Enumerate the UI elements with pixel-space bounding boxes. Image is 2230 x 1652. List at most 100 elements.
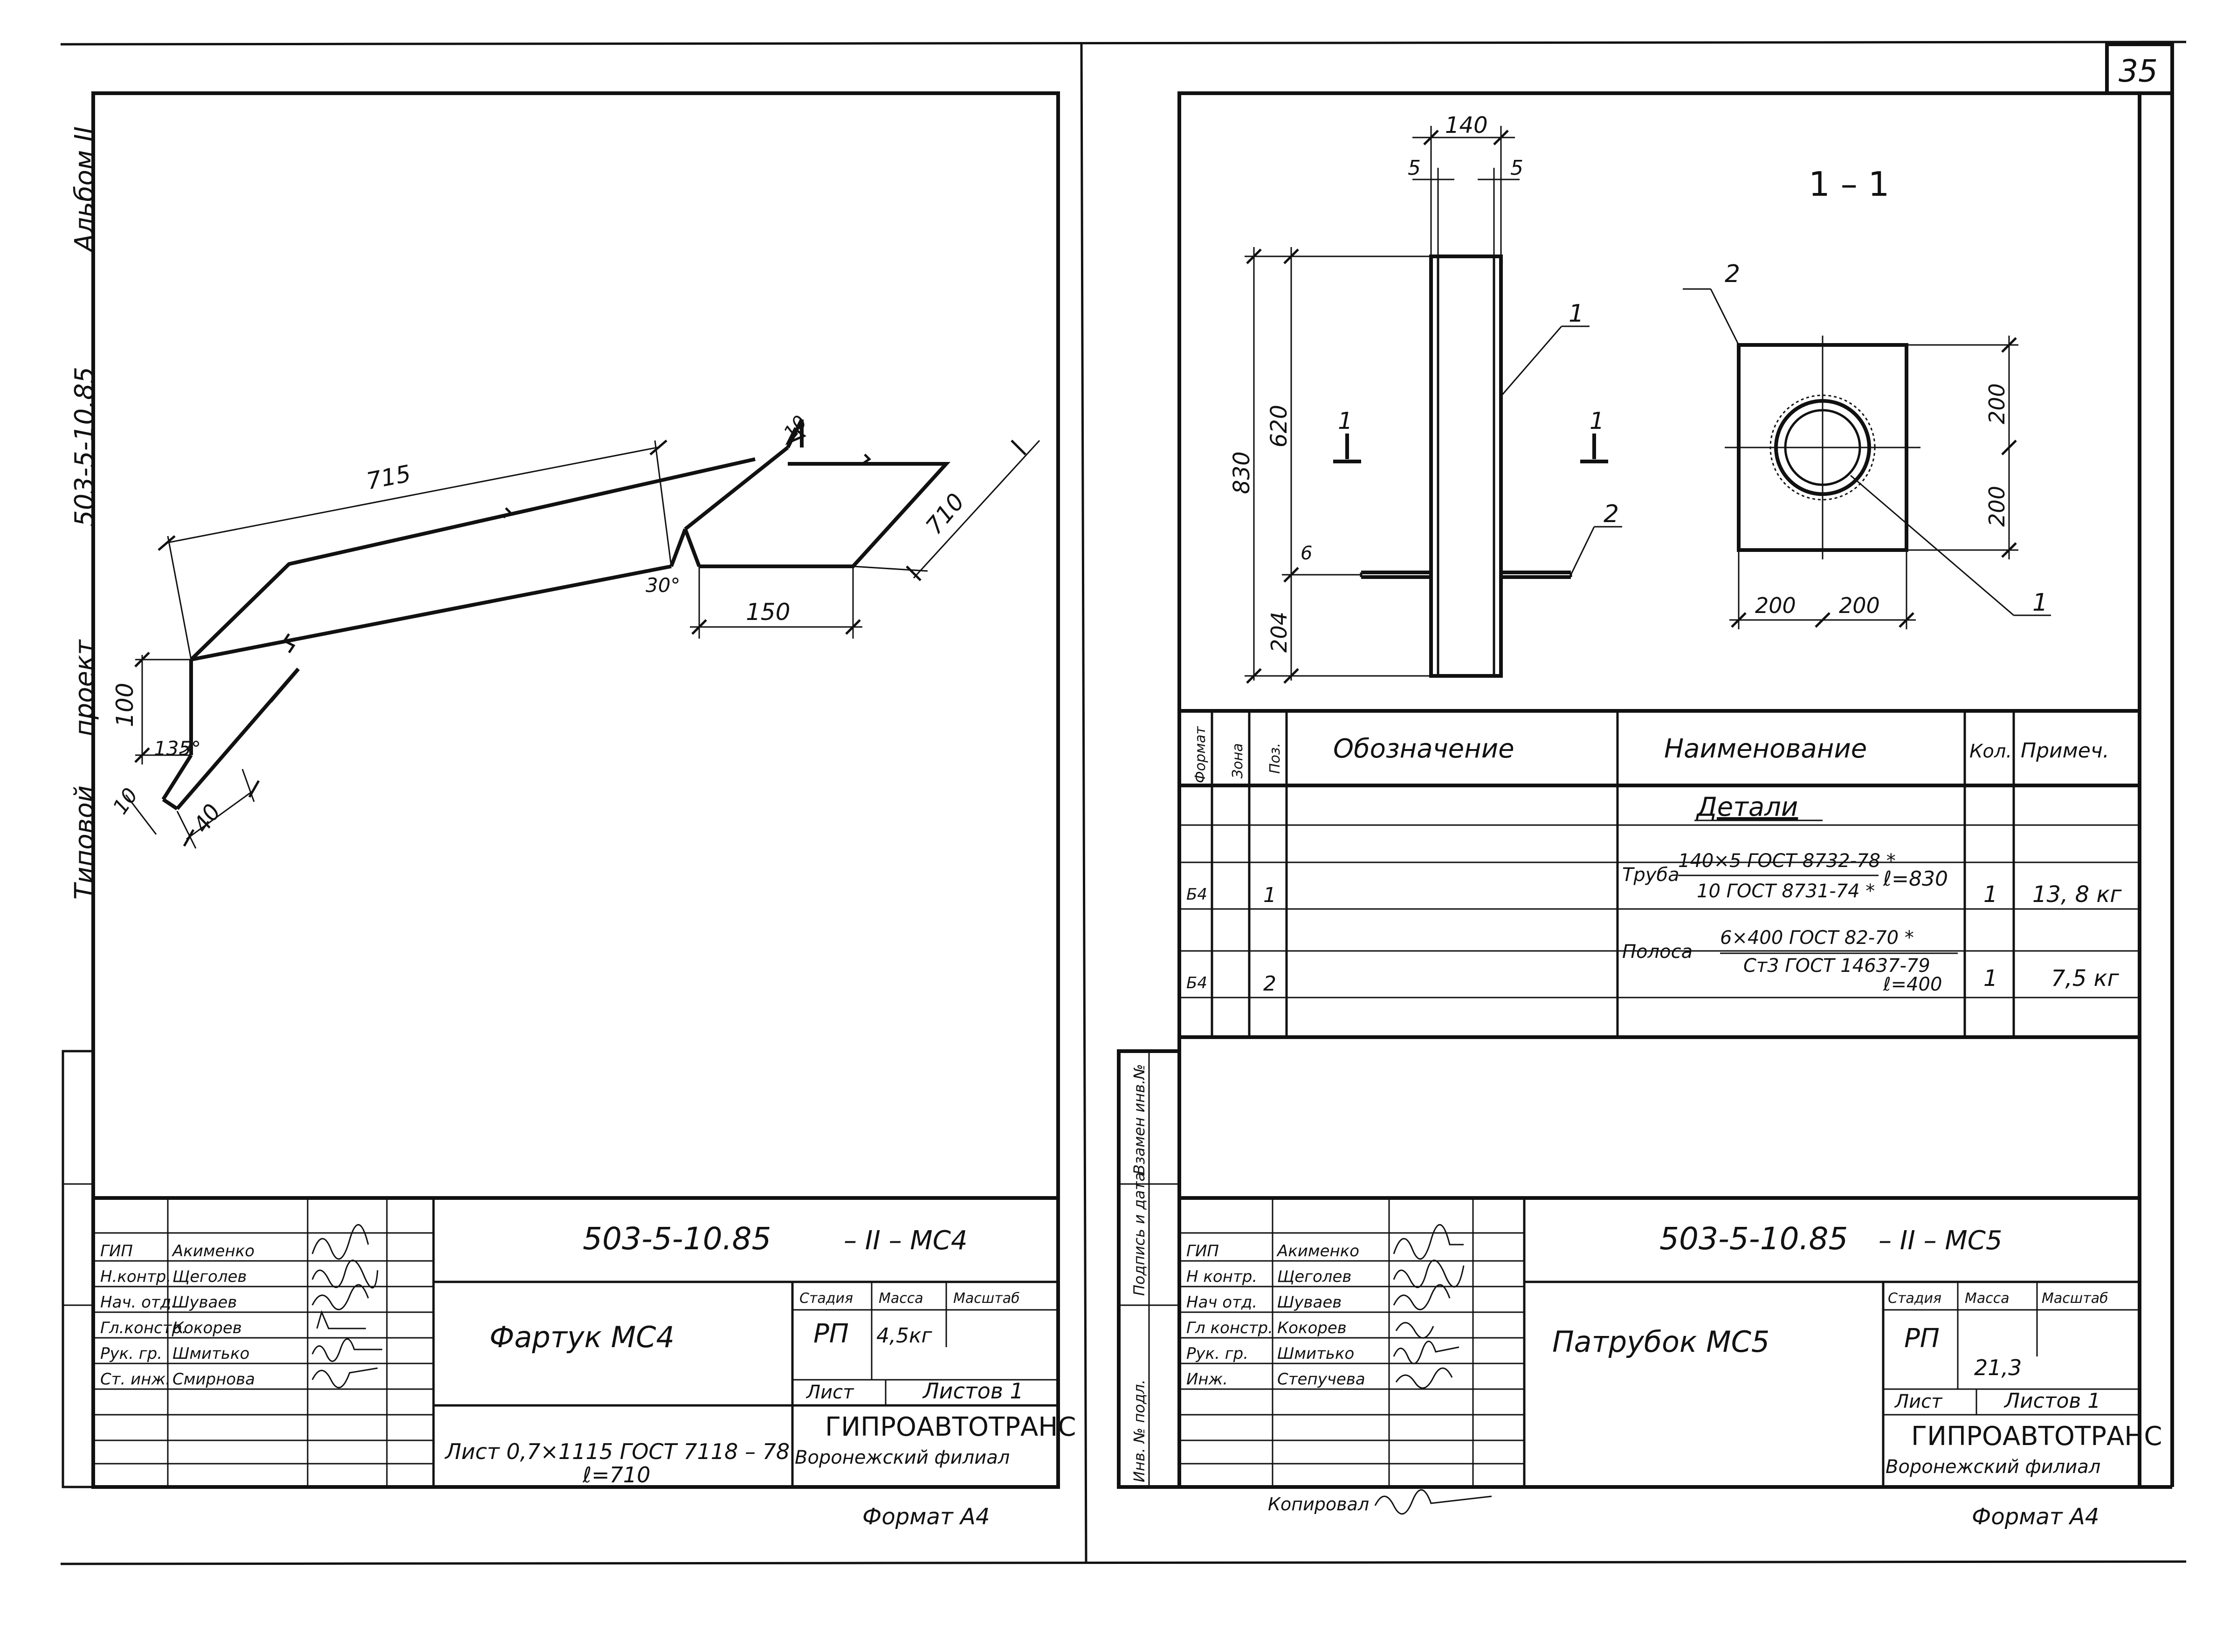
right-branch: Воронежский филиал (1886, 1456, 2100, 1478)
spec-section: Детали (1695, 792, 1798, 822)
row2-qty: 1 (1983, 965, 1998, 991)
svg-text:1: 1 (1590, 407, 1604, 434)
row2-note: 7,5 кг (2051, 965, 2120, 991)
left-role-1: Н.контр. (100, 1267, 171, 1286)
left-code-suffix: – II – МС4 (844, 1225, 967, 1256)
row2-pos: 2 (1263, 972, 1276, 996)
right-mass-label: Масса (1965, 1290, 2010, 1307)
angle-135: 135° (154, 737, 201, 760)
dim-10: 10 (108, 784, 143, 819)
right-name-0: Акименко (1276, 1242, 1359, 1260)
row1-pos: 1 (1263, 883, 1276, 907)
hdr-zone: Зона (1230, 743, 1246, 778)
left-role-2: Нач. отд. (100, 1293, 176, 1312)
left-name-2: Шуваев (172, 1293, 237, 1312)
right-side-stamp: Инв. № подл. Подпись и дата Взамен инв.№ (1130, 1064, 1148, 1482)
row2-num: 6×400 ГОСТ 82-70 * (1720, 927, 1914, 949)
right-format: Формат А4 (1972, 1504, 2099, 1530)
left-signatures (311, 1224, 382, 1389)
left-org: ГИПРОАВТОТРАНС (825, 1412, 1076, 1442)
copied-signature (1374, 1489, 1492, 1515)
dim-10b: 10 (779, 412, 811, 444)
hdr-pos: Поз. (1267, 743, 1283, 774)
callout-2-section: 2 (1725, 260, 1740, 288)
left-side-text: Типовой проект 503-5-10.85 Альбом II (69, 126, 100, 900)
apron-drawing: 715 150 710 100 135° 30° 40 10 10 (108, 412, 1040, 849)
row1-name: Труба (1622, 864, 1679, 886)
row1-note: 13, 8 кг (2032, 881, 2122, 908)
callout-1-section: 1 (2032, 589, 2048, 617)
dim-200-b2: 200 (1839, 593, 1880, 618)
page-number: 35 (2119, 53, 2158, 89)
left-scale-label: Масштаб (953, 1290, 1020, 1307)
svg-text:1: 1 (1338, 407, 1353, 434)
side-text-tipovoy: Типовой (69, 785, 100, 900)
left-material-length: ℓ=710 (582, 1462, 650, 1487)
right-stage-label: Стадия (1888, 1290, 1941, 1307)
side-text-proekt: проект (69, 639, 100, 737)
right-scale-label: Масштаб (2042, 1290, 2108, 1307)
right-name-2: Шуваев (1277, 1293, 1342, 1312)
row2-len: ℓ=400 (1883, 974, 1942, 995)
right-name-3: Кокорев (1277, 1319, 1347, 1337)
right-role-5: Инж. (1186, 1370, 1228, 1389)
callout-2-left: 2 (1604, 500, 1619, 528)
left-code: 503-5-10.85 (583, 1221, 771, 1257)
right-code: 503-5-10.85 (1659, 1221, 1848, 1257)
hdr-note: Примеч. (2021, 739, 2109, 763)
right-name-1: Щеголев (1277, 1267, 1351, 1286)
left-title-block: 503-5-10.85 – II – МС4 Фартук МС4 Лист 0… (91, 1196, 1076, 1530)
right-stage: РП (1904, 1323, 1940, 1354)
dim-6: 6 (1301, 543, 1312, 564)
right-name: Патрубок МС5 (1552, 1325, 1769, 1359)
dim-204: 204 (1266, 612, 1292, 653)
left-name: Фартук МС4 (489, 1320, 675, 1354)
dim-830: 830 (1229, 451, 1255, 494)
left-mass: 4,5кг (876, 1324, 933, 1348)
left-name-1: Щеголев (172, 1267, 247, 1286)
spec-table: Формат Зона Поз. Обозначение Наименовани… (1177, 709, 2141, 1039)
dim-140: 140 (1445, 112, 1488, 138)
hdr-format: Формат (1192, 726, 1209, 783)
row1-den: 10 ГОСТ 8731-74 * (1697, 881, 1875, 902)
left-name-0: Акименко (172, 1242, 255, 1260)
left-material: Лист 0,7×1115 ГОСТ 7118 – 78 (444, 1439, 790, 1464)
section-mark-left: 1 (1333, 407, 1361, 463)
section-1-1: 1 – 1 2 1 200 200 200 200 (1683, 165, 2051, 629)
dim-100: 100 (111, 683, 138, 727)
right-role-3: Гл констр. (1186, 1319, 1273, 1337)
row2-den: Ст3 ГОСТ 14637-79 (1743, 955, 1930, 977)
row2-name: Полоса (1622, 941, 1693, 963)
stamp-sign: Подпись и дата (1130, 1172, 1148, 1296)
row2-format: Б4 (1186, 974, 1207, 992)
angle-30: 30° (646, 574, 680, 597)
stamp-replace: Взамен инв.№ (1130, 1064, 1148, 1175)
right-sheet-label: Лист (1894, 1391, 1943, 1412)
right-role-1: Н контр. (1186, 1267, 1257, 1286)
left-stage: РП (813, 1319, 849, 1349)
right-title-block: 503-5-10.85 – II – МС5 Патрубок МС5 Стад… (1177, 1196, 2162, 1530)
side-text-album: Альбом II (69, 126, 100, 253)
dim-620: 620 (1266, 405, 1292, 447)
section-mark-right: 1 (1580, 407, 1608, 463)
stamp-inv: Инв. № подл. (1130, 1379, 1148, 1482)
left-role-3: Гл.констр. (100, 1319, 187, 1337)
dim-715: 715 (364, 460, 413, 495)
right-role-2: Нач отд. (1186, 1293, 1257, 1312)
left-role-5: Ст. инж. (100, 1370, 171, 1389)
dim-200-r2: 200 (1984, 486, 2010, 527)
left-stage-label: Стадия (799, 1290, 853, 1307)
left-branch: Воронежский филиал (795, 1447, 1010, 1468)
left-role-0: ГИП (100, 1242, 133, 1260)
dim-40: 40 (188, 799, 226, 838)
side-text-code: 503-5-10.85 (69, 367, 100, 527)
right-role-0: ГИП (1186, 1242, 1219, 1260)
left-mass-label: Масса (879, 1290, 923, 1307)
dim-200-r1: 200 (1984, 383, 2010, 424)
right-role-4: Рук. гр. (1186, 1344, 1248, 1363)
dim-5a: 5 (1408, 156, 1421, 180)
left-name-4: Шмитько (172, 1344, 249, 1363)
right-signatures (1393, 1224, 1465, 1389)
dim-5b: 5 (1510, 156, 1523, 180)
